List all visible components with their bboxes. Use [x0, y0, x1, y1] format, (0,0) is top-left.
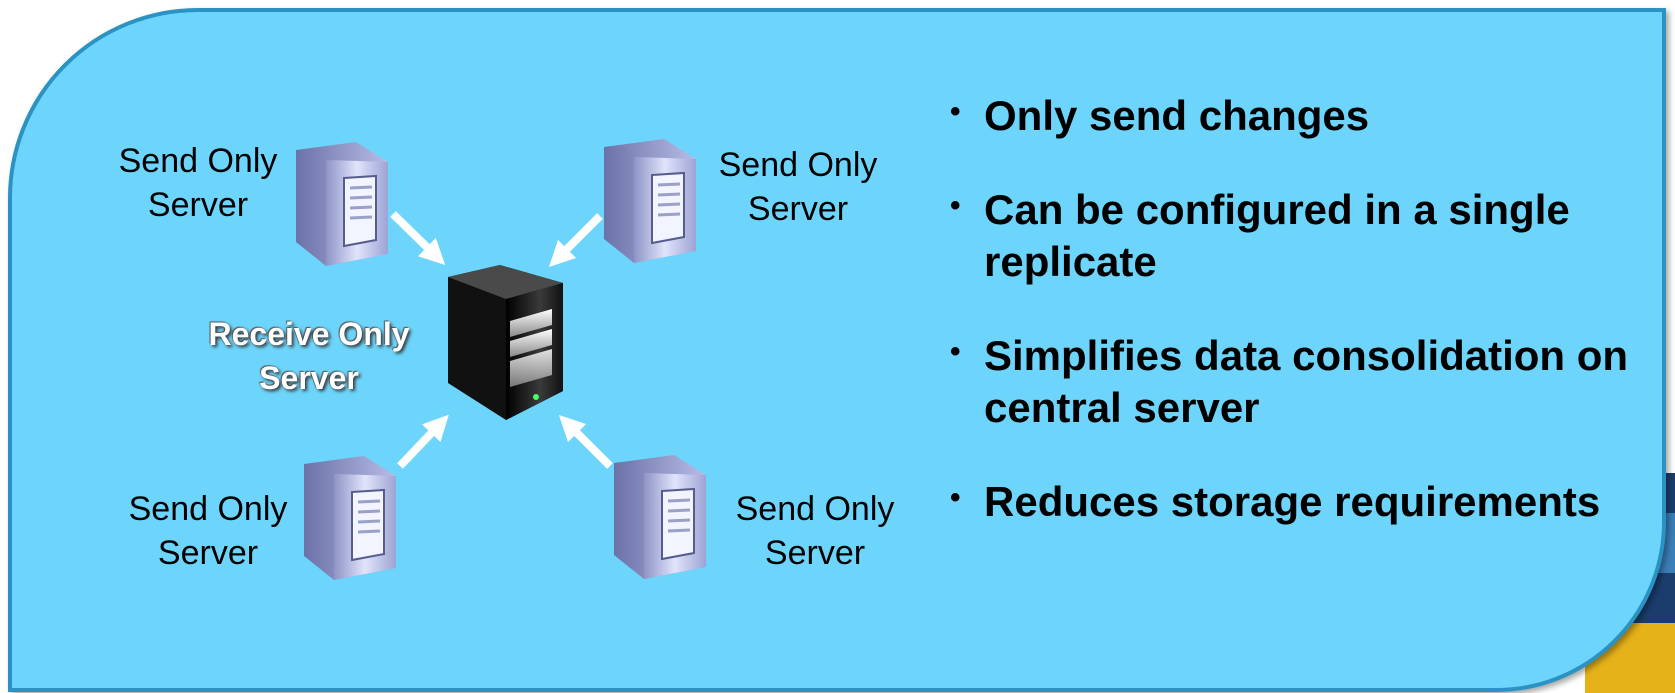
bullet-item: Can be configured in a single replicate: [950, 180, 1650, 288]
send-server-icon-top-right: [604, 139, 696, 263]
send-server-icon-bottom-right: [614, 455, 706, 579]
send-server-label-bottom-right: Send Only Server: [705, 487, 925, 575]
send-server-label-top-right: Send Only Server: [688, 143, 908, 231]
bullet-item: Simplifies data consolidation on central…: [950, 326, 1650, 434]
send-server-icon-top-left: [296, 142, 388, 266]
bullet-item: Only send changes: [950, 86, 1650, 142]
label-line: Send Only: [128, 490, 288, 528]
arrow-bottom-left: [397, 414, 449, 469]
arrow-top-left: [390, 211, 446, 265]
receive-server-label: Receive Only Server: [179, 312, 439, 400]
feature-bullet-list: Only send changes Can be configured in a…: [950, 86, 1650, 570]
label-line: Server: [747, 190, 849, 228]
bullet-item: Reduces storage requirements: [950, 472, 1650, 528]
label-line: Send Only: [735, 490, 895, 528]
arrow-bottom-right: [558, 414, 613, 469]
label-line: Server: [157, 534, 259, 572]
label-line: Server: [147, 186, 249, 224]
send-server-icon-bottom-left: [304, 456, 396, 580]
label-line: Server: [764, 534, 866, 572]
label-line: Send Only: [718, 146, 878, 184]
label-line: Send Only: [118, 142, 278, 180]
arrow-top-right: [548, 213, 603, 268]
send-server-label-bottom-left: Send Only Server: [98, 487, 318, 575]
send-server-label-top-left: Send Only Server: [88, 139, 308, 227]
receive-server-icon: [448, 265, 563, 420]
label-line: Server: [259, 360, 359, 396]
label-line: Receive Only: [208, 316, 410, 352]
